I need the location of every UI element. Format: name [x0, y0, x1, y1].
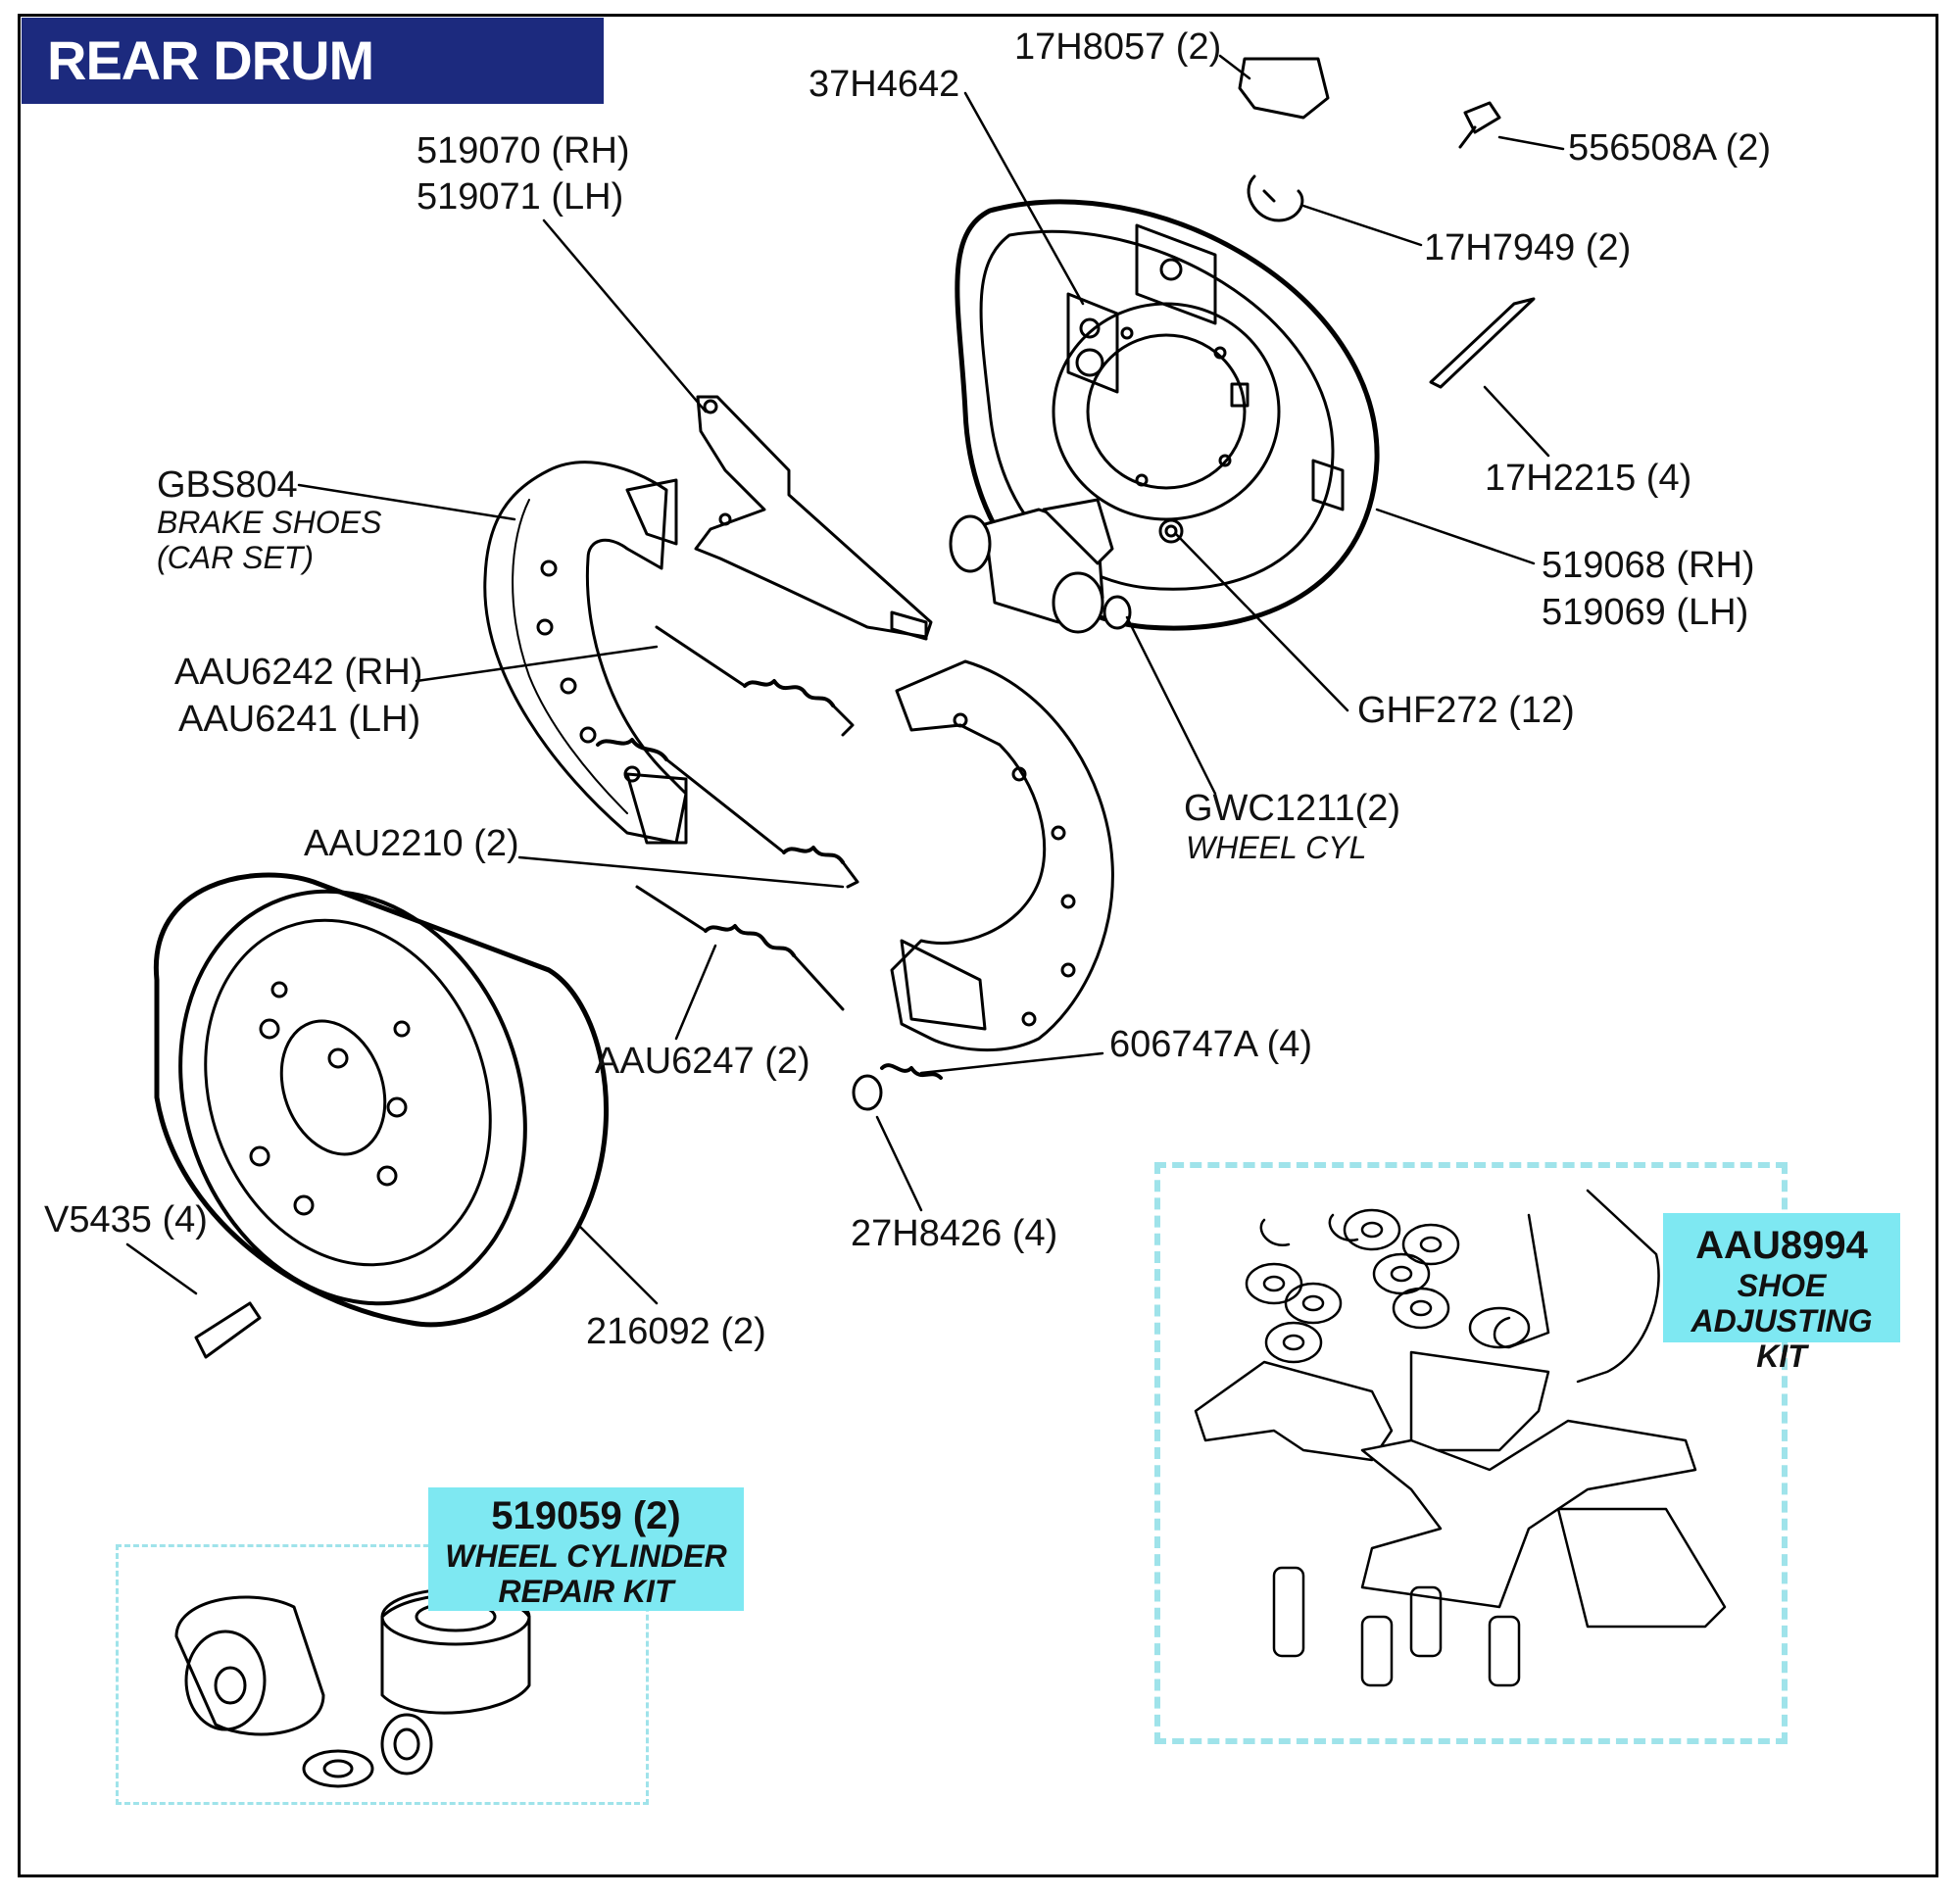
leader-lines: [125, 54, 1565, 1305]
wheel-cylinder-drawing: [949, 498, 1132, 634]
diagram-frame: [18, 14, 1938, 1877]
cyl-kit-line1: WHEEL CYLINDER: [445, 1538, 727, 1574]
label-27h8426: 27H8426 (4): [851, 1213, 1058, 1254]
brake-drum-drawing: [153, 872, 609, 1328]
shoe-kit-line1: SHOE: [1737, 1268, 1827, 1303]
backing-plate-drawing: [955, 199, 1380, 631]
adjuster-spring-drawing: [852, 1063, 943, 1111]
cyl-kit-code: 519059 (2): [491, 1494, 681, 1537]
pin-drawing: [1429, 297, 1536, 389]
label-216092: 216092 (2): [586, 1311, 766, 1352]
label-ghf272: GHF272 (12): [1357, 690, 1575, 731]
label-v5435: V5435 (4): [44, 1199, 208, 1241]
lower-spring-drawing: [596, 738, 859, 889]
cylinder-repair-kit-label: 519059 (2) WHEEL CYLINDER REPAIR KIT: [428, 1487, 744, 1611]
upper-spring-drawing: [655, 625, 855, 737]
label-519069: 519069 (LH): [1542, 592, 1749, 633]
label-17h7949: 17H7949 (2): [1424, 227, 1632, 268]
shoe-kit-code: AAU8994: [1695, 1224, 1868, 1267]
label-17h2215: 17H2215 (4): [1485, 458, 1692, 499]
label-gbs804-brake-shoes: BRAKE SHOES: [157, 505, 382, 540]
label-gwc1211-wheel-cyl: WHEEL CYL: [1186, 830, 1367, 865]
handbrake-lever-drawing: [694, 395, 933, 641]
shoe-adjusting-kit-drawing: [1194, 1189, 1727, 1687]
label-gbs804: GBS804: [157, 464, 298, 506]
shoe-kit-line2: ADJUSTING KIT: [1690, 1303, 1873, 1374]
label-519068: 519068 (RH): [1542, 545, 1755, 586]
label-519071: 519071 (LH): [416, 176, 624, 218]
label-606747a: 606747A (4): [1109, 1024, 1313, 1065]
brake-shoe-right-drawing: [890, 659, 1114, 1051]
shoe-adjusting-kit-label: AAU8994 SHOE ADJUSTING KIT: [1663, 1213, 1900, 1374]
bleed-nipple-drawing: [1238, 57, 1501, 149]
steady-spring-drawing: [635, 885, 845, 1011]
cylinder-repair-kit-drawing: [174, 1587, 531, 1788]
diagram-title: REAR DRUM BRAKES: [22, 18, 604, 177]
clip-drawing: [1247, 174, 1304, 222]
drum-screw-drawing: [194, 1301, 262, 1359]
shoe-adjusting-kit-box: [1154, 1162, 1788, 1744]
label-gwc1211: GWC1211(2): [1184, 788, 1401, 829]
label-aau2210: AAU2210 (2): [304, 823, 519, 864]
label-aau6247: AAU6247 (2): [595, 1041, 810, 1082]
label-519070: 519070 (RH): [416, 130, 630, 171]
label-aau6242: AAU6242 (RH): [174, 652, 423, 693]
label-37h4642: 37H4642: [808, 64, 960, 105]
cyl-kit-line2: REPAIR KIT: [498, 1574, 674, 1609]
label-aau6241: AAU6241 (LH): [178, 699, 421, 740]
label-gbs804-car-set: (CAR SET): [157, 540, 314, 575]
cylinder-repair-kit-box: [116, 1544, 649, 1805]
brake-shoe-left-drawing: [483, 461, 688, 845]
label-556508a: 556508A (2): [1568, 127, 1772, 169]
label-17h8057: 17H8057 (2): [1014, 26, 1222, 68]
